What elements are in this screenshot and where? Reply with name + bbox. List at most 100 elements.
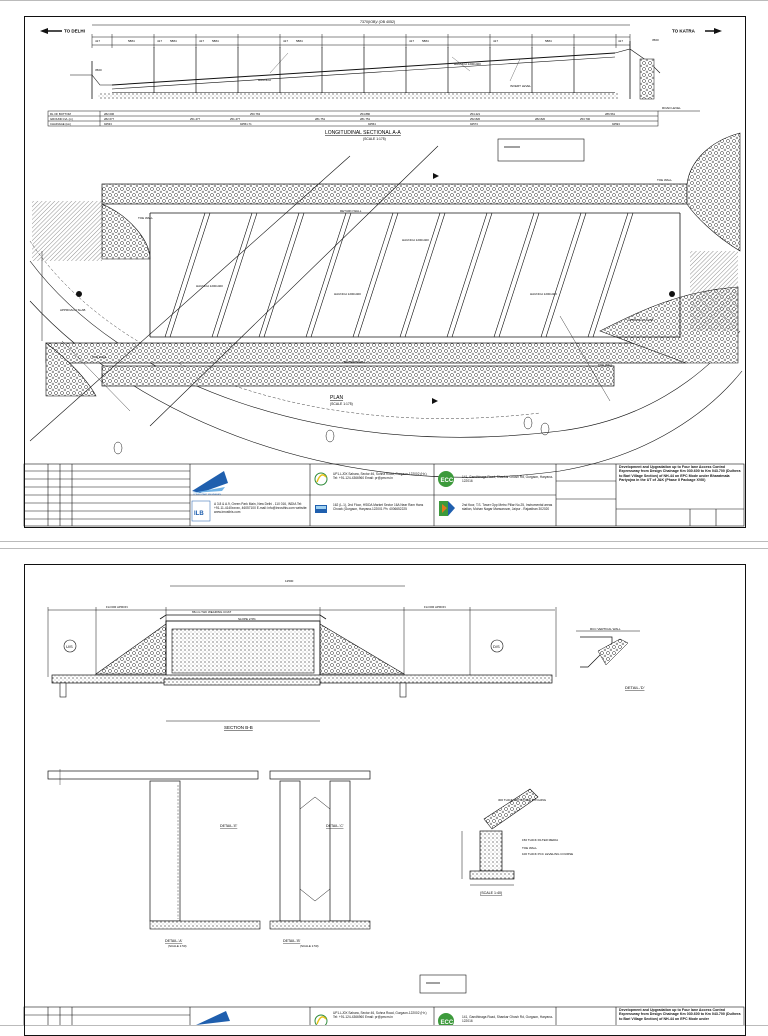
plan-label-approach-left: APPROACH SLAB	[60, 308, 85, 312]
svg-text:94551.71: 94551.71	[240, 122, 252, 126]
ecc-logo: ECC	[438, 471, 454, 487]
svg-text:254.880: 254.880	[360, 112, 371, 116]
pcc-course-label: 100 THICK PCC LEVELING COURSE	[522, 852, 573, 856]
toe-wall-label: TOE WALL	[522, 846, 537, 850]
svg-text:281.751: 281.751	[315, 117, 326, 121]
plan-label-toe-wall-br: TOE WALL	[598, 363, 613, 367]
svg-text:253.700: 253.700	[580, 117, 591, 121]
detail-a	[47, 769, 261, 930]
plan-label-haunch-2: HAUNCH 1200x400	[334, 292, 361, 296]
sheet-2-drawing: U/S D/S 12500 FLOOR APRON FLOOR APRON 65…	[23, 579, 745, 1025]
svg-text:417: 417	[199, 39, 204, 43]
svg-text:5884: 5884	[545, 39, 552, 43]
detail-d	[576, 630, 640, 668]
legend-box-2	[419, 974, 467, 994]
span-ticks	[91, 34, 631, 48]
detail-d-title: DETAIL-'D'	[625, 685, 645, 690]
svg-text:417: 417	[409, 39, 414, 43]
svg-text:286.561: 286.561	[605, 112, 616, 116]
filter-media-label: 150 THICK FILTER MEDIA	[522, 838, 558, 842]
elevation-label-haunch: HAUNCH	[258, 78, 271, 82]
section-title: LONGITUDINAL SECTIONAL A-A	[325, 130, 401, 136]
longitudinal-elevation	[70, 41, 661, 99]
rcc-vertical-wall-label: RCC VERTICAL WALL	[590, 627, 621, 631]
consultant-logo-2	[196, 1011, 230, 1025]
tb2-ecc-address: 141, Gandhinaga Road, Shankar Ghosh Rd, …	[462, 1015, 553, 1023]
bottom-slab-fill	[98, 93, 618, 99]
svg-text:5884: 5884	[212, 39, 219, 43]
section-top-dim: 12500	[285, 579, 294, 583]
detail-scale-1: (SCALE 1:50)	[168, 944, 187, 948]
svg-text:TO DELHI: TO DELHI	[64, 29, 85, 34]
section-bb-title: SECTION B-B	[224, 725, 253, 730]
wearing-coat-label: 65mm THK WEARING COAT	[192, 610, 231, 614]
tb1-address-1: UP1-LJ0X Sahara, Sector 46, Sohna Road, …	[333, 472, 427, 480]
plan-label-return-wall-2: RETURN WALL	[344, 360, 366, 364]
svg-text:417: 417	[493, 39, 498, 43]
svg-text:417: 417	[283, 39, 288, 43]
detail-a-title: DETAIL-'A'	[165, 939, 183, 943]
svg-text:251.477: 251.477	[190, 117, 201, 121]
svg-text:250.763: 250.763	[250, 112, 261, 116]
plan-label-toe-wall-left: TOE WALL	[138, 216, 153, 220]
svg-text:282.820: 282.820	[535, 117, 546, 121]
slope-label: SLOPE 2.5%	[238, 617, 256, 621]
plan-label-return-wall: RETURN WALL	[340, 209, 362, 213]
tb2-project-title: Development and Upgradation up to Four l…	[619, 1008, 741, 1021]
sheet-1-border	[24, 16, 746, 528]
tb1-ecc-address-2: 2nd floor, T.S. Tower Opp Metro Pillar N…	[462, 503, 553, 511]
svg-text:ECC: ECC	[441, 1020, 454, 1025]
svg-text:5884: 5884	[422, 39, 429, 43]
tb2-address-1: UP1-LJ0X Sahara, Sector 46, Sohna Road, …	[333, 1011, 427, 1019]
plan-label-approach-right: APPROACH SLAB	[628, 318, 653, 322]
legend-box	[497, 138, 585, 162]
plan-label-haunch-3: HAUNCH 1200x400	[530, 292, 557, 296]
plan-view	[29, 132, 743, 478]
svg-text:94573: 94573	[470, 122, 478, 126]
pk-logo	[439, 501, 455, 516]
top-dimension-label: 7370(IOB)/ (OB 4052)	[360, 20, 395, 24]
plan-label-toe-wall-right: TOE WALL	[657, 178, 672, 182]
right-stone-pitching	[639, 58, 655, 100]
stone-pitching-label: 300 THICK DRY STONE PITCHING	[498, 798, 547, 802]
tb1-project-title: Development and Upgradation up to Four l…	[619, 465, 741, 483]
elevation-label-haunch-2: HAUNCH 1200x400	[454, 62, 481, 66]
detail-b-title: DETAIL-'B'	[283, 939, 301, 943]
svg-text:251.477: 251.477	[230, 117, 241, 121]
svg-text:417: 417	[95, 39, 100, 43]
svg-text:5884: 5884	[296, 39, 303, 43]
svg-text:252.820: 252.820	[470, 117, 481, 121]
ecc-logo-2: ECC	[438, 1013, 454, 1025]
svg-text:ECC: ECC	[441, 478, 454, 484]
floor-apron-left: FLOOR APRON	[106, 605, 128, 609]
svg-text:282.006: 282.006	[104, 112, 115, 116]
elevation-label-right: 3500	[652, 38, 659, 42]
tb1-address-2: 162 (L-1), 2nd Floor, HSIDA Market Secto…	[333, 503, 424, 511]
svg-text:94533: 94533	[104, 122, 112, 126]
us-label: U/S	[66, 644, 73, 649]
svg-text:94593: 94593	[612, 122, 620, 126]
drawing-sheet-2: U/S D/S 12500 FLOOR APRON FLOOR APRON 65…	[0, 548, 768, 1036]
profile-right-label: ROAD LEVEL	[662, 106, 681, 110]
span-labels: 417 5884 417 5884 417 5884 417 5884 417 …	[95, 39, 623, 43]
lbs-logo: ILB	[191, 500, 211, 522]
detail-scale-2: (SCALE 1:50)	[300, 944, 319, 948]
plan-title: PLAN	[330, 395, 343, 401]
svg-text:254.421: 254.421	[470, 112, 481, 116]
drawing-sheet-1: 7370(IOB)/ (OB 4052) TO DELHI TO KATRA 4…	[0, 0, 768, 542]
elevation-label-left: 3500	[95, 68, 102, 72]
toe-wall-detail	[461, 788, 539, 886]
svg-text:94554: 94554	[368, 122, 376, 126]
svg-text:282.677: 282.677	[104, 117, 115, 121]
svg-text:5884: 5884	[128, 39, 135, 43]
ds-label: D/S	[493, 644, 500, 649]
direction-to-katra: TO KATRA	[672, 28, 722, 34]
plan-scale: (SCALE 1:175)	[330, 402, 353, 406]
detail-bc	[269, 770, 371, 930]
section-bb	[47, 585, 557, 722]
tb1-ecc-address: 141, Gandhinaga Road, Shankar Ghosh Rd, …	[462, 475, 553, 483]
tb1-green-park-address: A 3.8 & A.9, Green Park Main, New Delhi …	[214, 502, 308, 514]
profile-rl-label: RL OF BOTTOM	[50, 112, 71, 116]
profile-chainage-label: CHAINAGE (km)	[50, 122, 71, 126]
svg-text:TO KATRA: TO KATRA	[672, 29, 696, 34]
